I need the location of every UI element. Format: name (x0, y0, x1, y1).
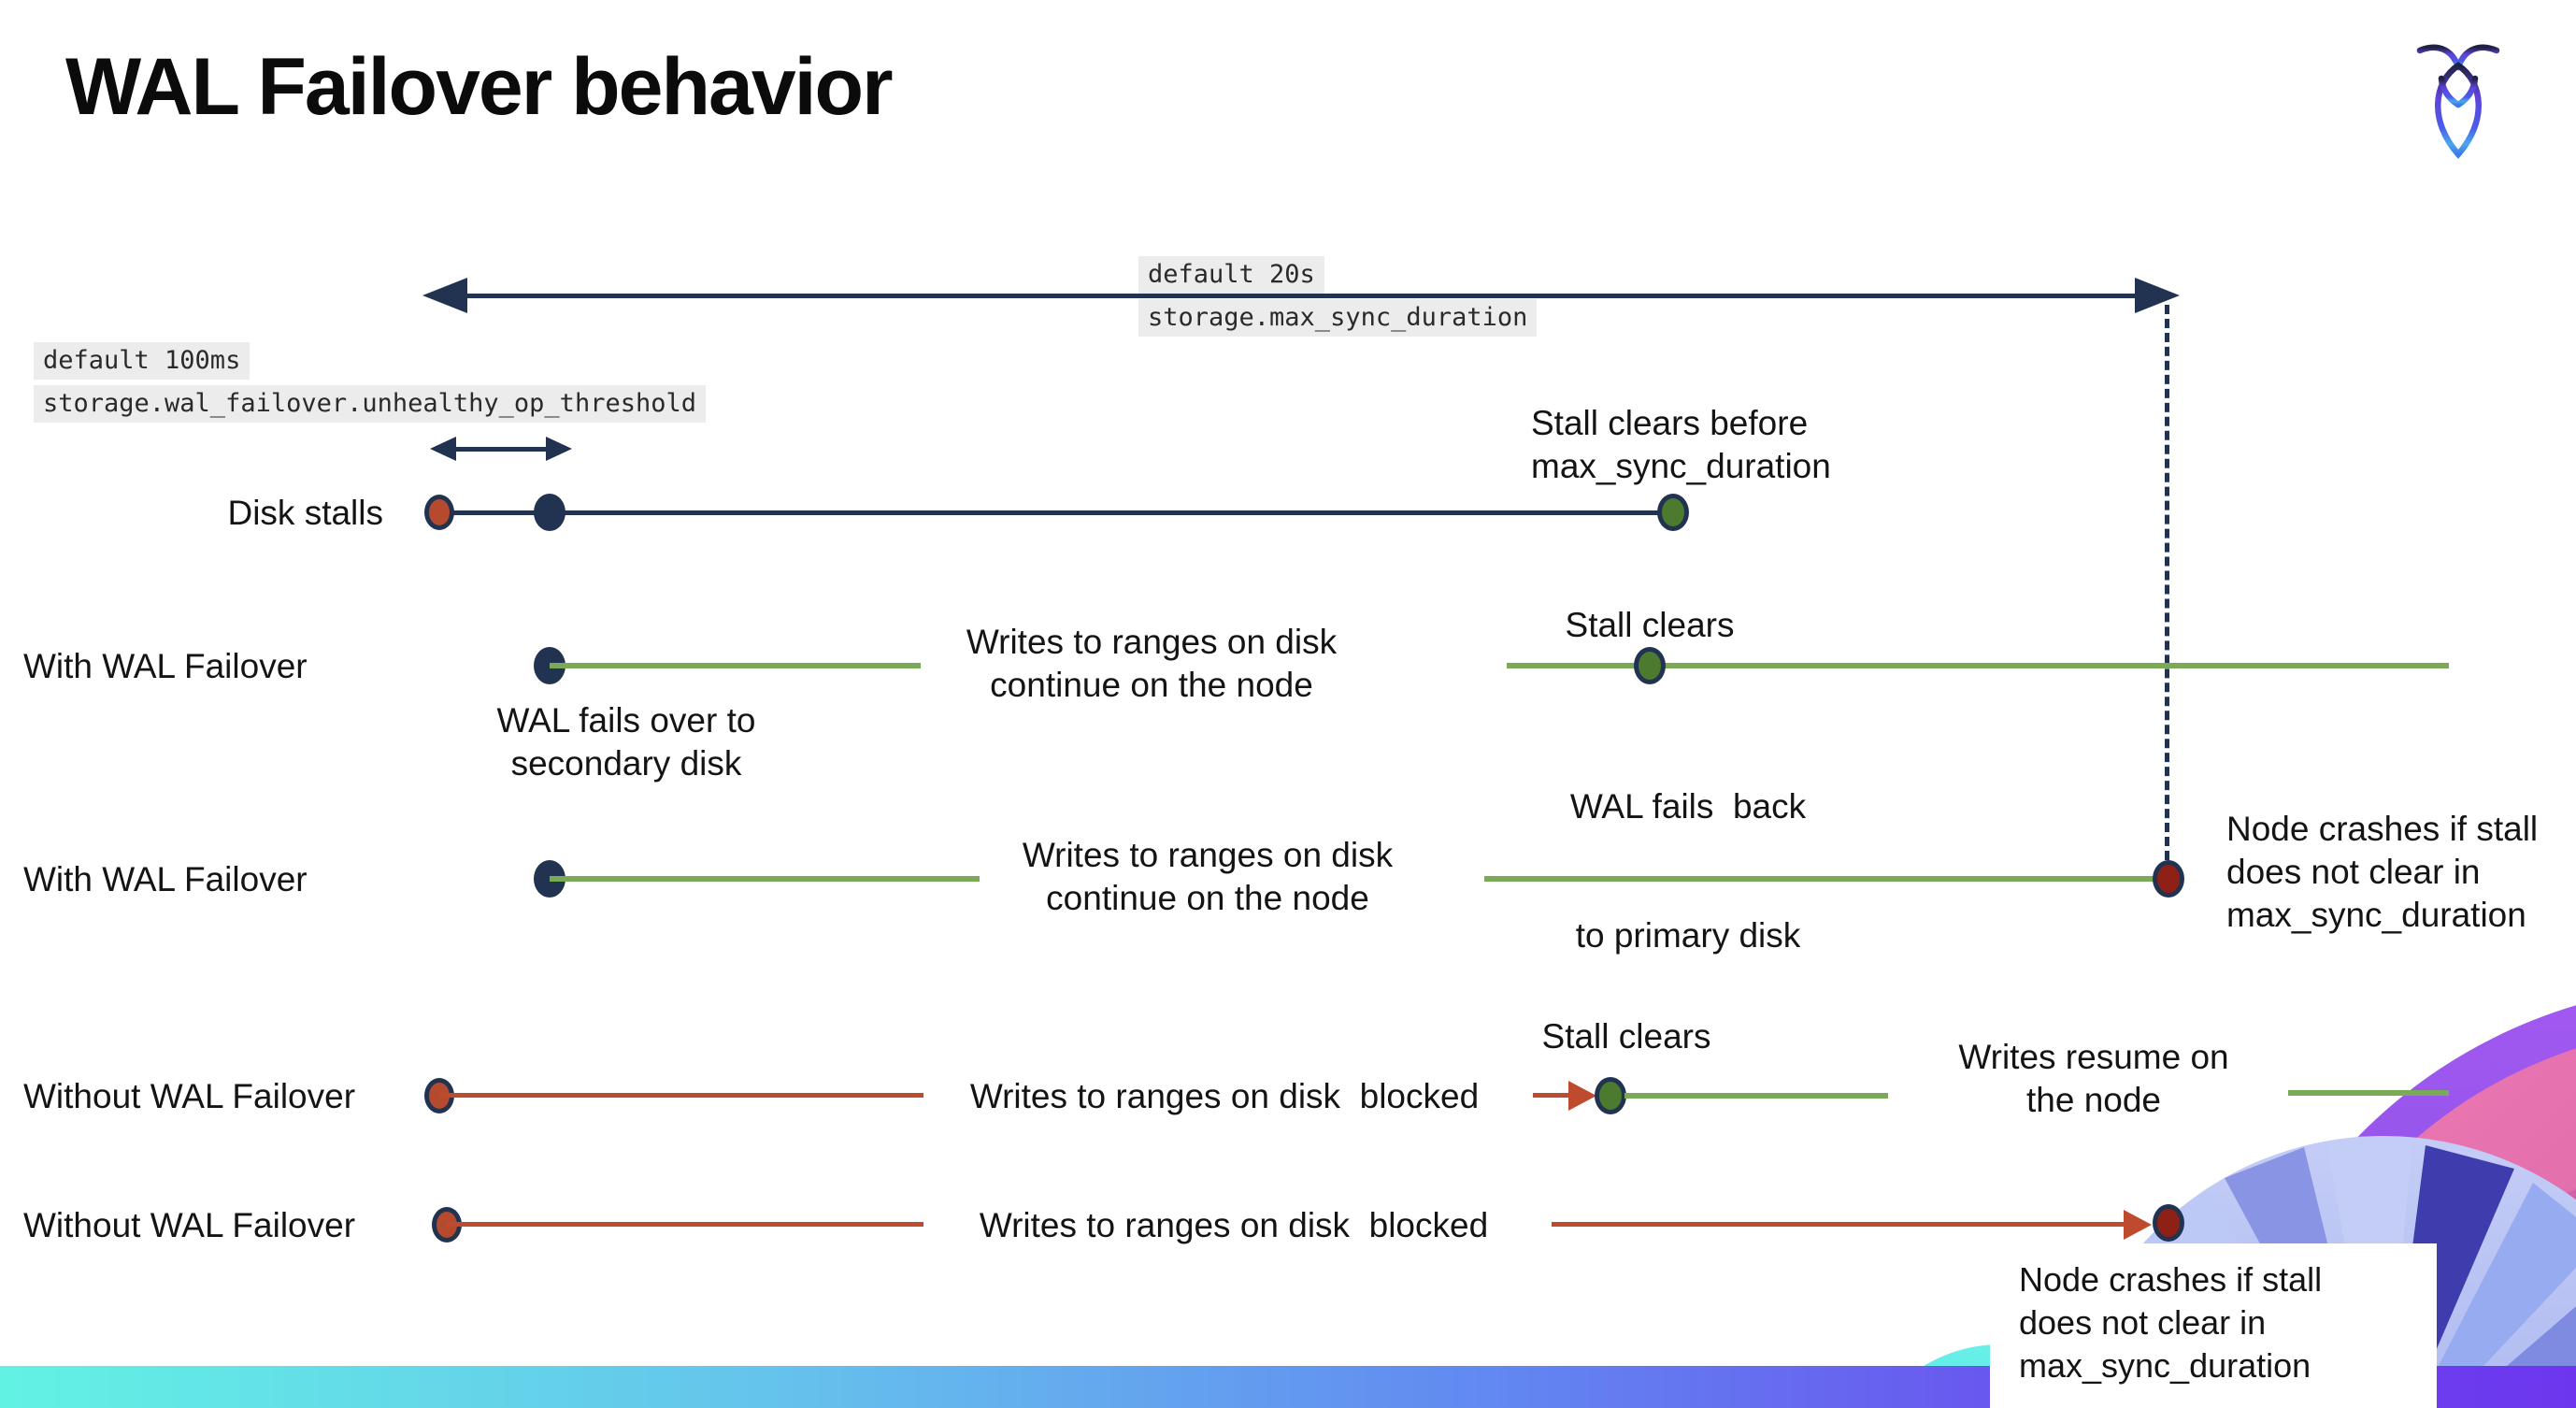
writes-blocked-line-d (1552, 1222, 2124, 1227)
writes-continue-line-b (1507, 663, 2449, 668)
writes-blocked-note: Writes to ranges on disk blocked (969, 1077, 1480, 1115)
threshold-dot (534, 494, 565, 531)
stall-clears-dot (1657, 494, 1689, 531)
wal-fails-back-note: WAL fails back to primary disk (1569, 787, 1807, 955)
node-crash-dot-2 (2153, 1204, 2184, 1242)
writes-blocked-line-c (447, 1222, 923, 1227)
stall-clears-note-3: Stall clears (1541, 1017, 1711, 1056)
row-label-with-wal-failover-1: With WAL Failover (23, 647, 308, 685)
writes-resume-line-b (2288, 1090, 2449, 1096)
writes-resume-line-a (1624, 1093, 1888, 1099)
writes-resume-note: Writes resume on the node (1958, 1038, 2229, 1119)
stall-clears-before-note: Stall clears before max_sync_duration (1531, 404, 1831, 485)
node-crashes-note-2: Node crashes if stall does not clear in … (2019, 1260, 2323, 1385)
writes-continue-line-a (550, 663, 921, 668)
stall-clears-dot-3 (1595, 1077, 1626, 1114)
writes-continue-line-d (1484, 876, 2155, 882)
small-arrowhead-right-icon (546, 437, 572, 461)
page-title: WAL Failover behavior (65, 42, 894, 132)
small-arrowhead-left-icon (430, 437, 456, 461)
max-sync-deadline-dashed-line (2165, 305, 2169, 860)
unhealthy-op-default-label: default 100ms (34, 342, 250, 380)
wal-fails-over-note: WAL fails over to secondary disk (496, 701, 756, 783)
max-sync-default-label: default 20s (1138, 256, 1324, 294)
node-crashes-callout: Node crashes if stall does not clear in … (1990, 1243, 2437, 1408)
writes-blocked-note-2: Writes to ranges on disk blocked (979, 1206, 1489, 1244)
unhealthy-op-setting-label: storage.wal_failover.unhealthy_op_thresh… (34, 385, 706, 423)
node-crashes-note: Node crashes if stall does not clear in … (2226, 810, 2539, 934)
max-sync-duration-arrow-line (441, 294, 2139, 298)
writes-continue-note: Writes to ranges on disk continue on the… (966, 623, 1338, 704)
disk-stalls-timeline (439, 510, 1659, 515)
node-crash-dot (2153, 860, 2184, 898)
writes-blocked-line-b (1533, 1093, 1581, 1098)
arrowhead-left-icon (422, 278, 467, 313)
row-label-with-wal-failover-2: With WAL Failover (23, 860, 308, 898)
red-arrowhead-icon (1568, 1081, 1596, 1111)
writes-continue-line-c (550, 876, 980, 882)
row-label-disk-stalls: Disk stalls (227, 494, 383, 532)
stall-clears-dot-2 (1634, 647, 1666, 684)
red-arrowhead-icon-2 (2124, 1210, 2152, 1240)
writes-blocked-line-a (439, 1093, 923, 1098)
writes-continue-note-2: Writes to ranges on disk continue on the… (1022, 836, 1394, 917)
max-sync-setting-label: storage.max_sync_duration (1138, 299, 1538, 337)
arrowhead-right-icon (2135, 278, 2180, 313)
cockroachdb-logo-icon (2416, 44, 2500, 159)
row-label-without-wal-failover-2: Without WAL Failover (23, 1206, 356, 1244)
unhealthy-op-arrow-line (443, 447, 561, 452)
row-label-without-wal-failover-1: Without WAL Failover (23, 1077, 356, 1115)
stall-clears-note-2: Stall clears (1565, 606, 1735, 644)
stall-start-dot (424, 495, 454, 530)
